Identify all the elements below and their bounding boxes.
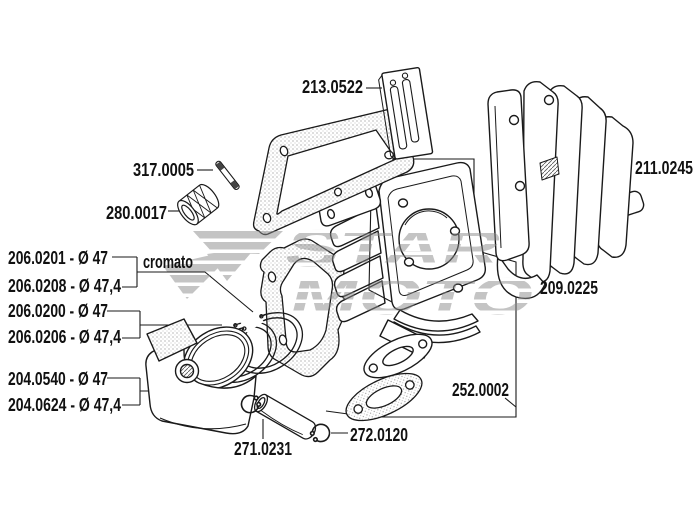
exhaust-gasket-drawing	[345, 372, 423, 422]
stud-hole-4	[452, 283, 464, 293]
intake-gasket-hole-2	[384, 150, 394, 160]
head-front-panel-edge	[494, 105, 502, 249]
exhaust-gasket-hole-left	[353, 404, 364, 414]
cylinder-bore-chamfer	[404, 210, 448, 226]
piston-skirt	[145, 333, 257, 435]
label-circlip: 272.0120	[350, 425, 408, 445]
label-piston-pin: 271.0231	[234, 439, 292, 459]
stud-hole-2	[449, 226, 461, 236]
dowel-pin-drawing	[215, 160, 240, 191]
bearing-face-inner	[181, 204, 195, 221]
dowel-pin-end-b	[230, 180, 239, 190]
head-plug-threads-hatch	[539, 156, 560, 181]
watermark-line2: MOTO	[284, 268, 541, 326]
head-gasket-plate-inner-line	[387, 175, 474, 296]
piston-bottom-arc	[159, 417, 247, 430]
label-exhaust-gasket: 252.0002	[452, 380, 509, 400]
dowel-pin-end-a	[216, 161, 225, 171]
label-piston-47: 204.0540 - Ø 47	[8, 369, 108, 389]
label-dowel-pin: 317.0005	[133, 160, 194, 180]
label-gasket-set: 209.0225	[540, 278, 598, 298]
reed-slot-right	[401, 78, 420, 143]
label-ring-47: 206.0200 - Ø 47	[8, 301, 108, 321]
reed-hole-right	[401, 72, 409, 79]
piston-pin-drawing	[253, 393, 317, 440]
head-bolt-hole-mid	[514, 180, 526, 192]
watermark-line1: STAR	[279, 220, 508, 278]
needle-bearing-drawing	[177, 183, 220, 226]
label-ring-474: 206.0206 - Ø 47,4	[8, 327, 121, 347]
leader-chrome-rings-bracket	[112, 256, 254, 313]
stud-hole-3	[403, 257, 415, 267]
cylinder-head-drawing	[487, 81, 645, 300]
part-labels: 213.0522 317.0005 280.0017 206.0201 - Ø …	[8, 77, 693, 459]
exhaust-gasket-hole-right	[404, 380, 415, 390]
intake-gasket-hole-4	[333, 187, 343, 197]
intake-gasket-drawing	[252, 107, 415, 236]
cylinder-bottom-fin-1	[393, 309, 479, 332]
watermark-logo: STAR MOTO	[163, 220, 542, 326]
reed-spacer-drawing	[378, 66, 434, 160]
intake-gasket-hole-1	[279, 145, 289, 157]
cylinder-fin-1	[329, 205, 380, 248]
head-front-panel	[487, 89, 530, 262]
head-fin-5	[595, 116, 634, 258]
label-reed-spacer: 213.0522	[302, 77, 363, 97]
base-gasket-drawing	[259, 238, 348, 378]
base-gasket-hole-bottom	[278, 334, 288, 346]
leader-exhaust-gasket	[504, 397, 517, 408]
reed-hole-left	[389, 79, 397, 86]
brand-chevron-icon	[163, 231, 283, 299]
exhaust-gasket-ring	[345, 372, 423, 422]
cylinder-drawing	[316, 161, 487, 379]
label-chrome-note: cromato	[143, 252, 193, 272]
reed-plate-thickness	[378, 75, 396, 160]
intake-gasket-hole-3	[262, 212, 272, 224]
cylinder-fin-2	[331, 230, 382, 273]
piston-drawing	[145, 318, 257, 435]
label-needle-bearing: 280.0017	[106, 203, 167, 223]
piston-pin-bore-inner	[179, 363, 195, 379]
label-ring-chrome-474: 206.0208 - Ø 47,4	[8, 276, 121, 296]
label-cylinder-head: 211.0245	[635, 158, 693, 178]
head-fin-2	[522, 81, 559, 283]
label-ring-chrome-47: 206.0201 - Ø 47	[8, 248, 108, 268]
cylinder-fin-3	[333, 255, 384, 298]
cylinder-fin-4	[335, 280, 386, 323]
cylinder-bore	[398, 208, 460, 270]
piston-cutaway-flap	[146, 318, 198, 362]
label-piston-474: 204.0624 - Ø 47,4	[8, 395, 121, 415]
leader-piston-bracket	[107, 377, 165, 406]
piston-pin-shade	[260, 410, 303, 436]
reed-slot-left	[389, 85, 408, 150]
stud-hole-1	[397, 198, 409, 208]
head-bolt-hole-top	[508, 114, 520, 126]
intake-flange-hole-left	[326, 208, 336, 220]
exhaust-flange	[363, 333, 433, 379]
leader-rings-bracket	[107, 310, 222, 339]
head-bottom-lobe	[496, 254, 546, 300]
base-gasket-hole-top	[267, 271, 277, 283]
head-top-boss-hole	[543, 94, 555, 106]
